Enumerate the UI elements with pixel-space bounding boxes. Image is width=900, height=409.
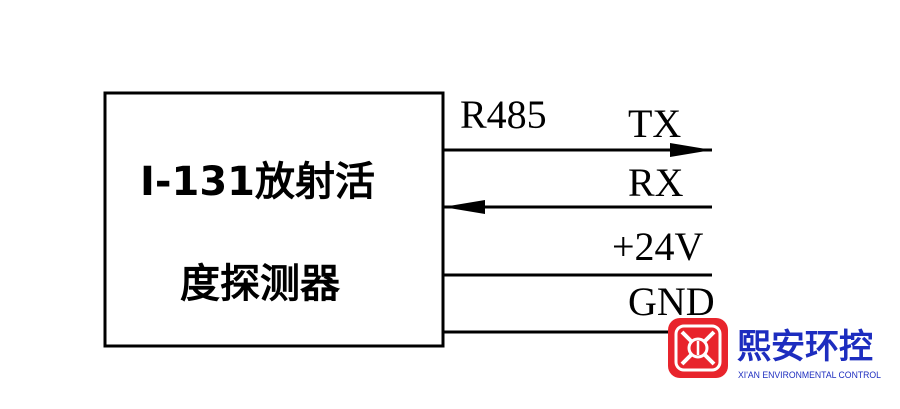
logo-name-en: XI'AN ENVIRONMENTAL CONTROL	[738, 370, 881, 380]
ground-label: GND	[628, 279, 715, 324]
detector-box	[103, 91, 445, 348]
tx-arrow-icon	[670, 143, 712, 157]
tx-label: TX	[628, 101, 681, 146]
power-label: +24V	[612, 224, 704, 269]
protocol-label: R485	[460, 92, 547, 137]
detector-label-line1: I-131放射活	[140, 159, 375, 205]
rx-arrow-icon	[443, 200, 485, 214]
logo-name-cn: 熙安环控	[737, 327, 873, 367]
company-logo: 熙安环控 XI'AN ENVIRONMENTAL CONTROL	[668, 318, 881, 380]
detector-label-line2: 度探测器	[180, 261, 341, 307]
rx-label: RX	[628, 160, 684, 205]
